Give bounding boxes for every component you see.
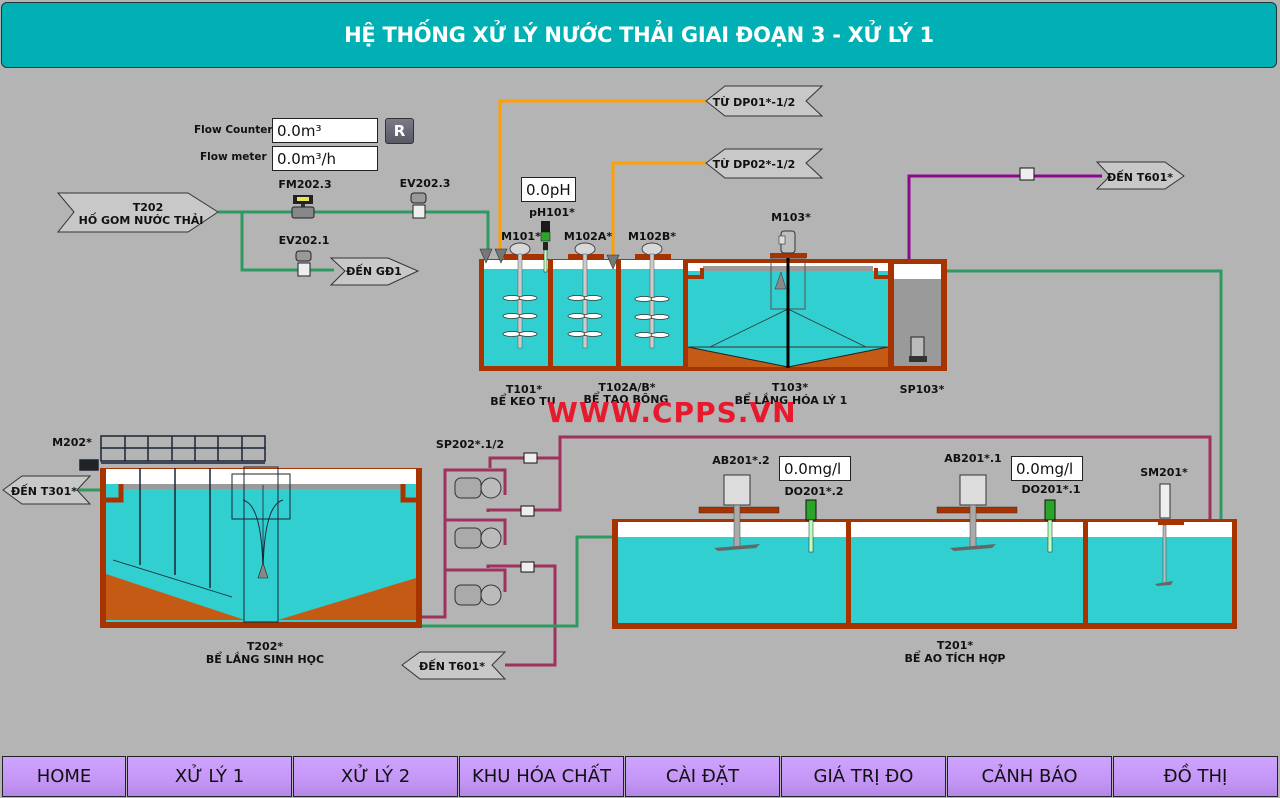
flow-meter-label: Flow meter (200, 151, 267, 163)
nav-home[interactable]: HOME (2, 756, 126, 797)
do2011-label: DO201*.1 (1021, 483, 1080, 496)
fm2023-label: FM202.3 (278, 178, 331, 191)
tank-t202 (100, 466, 422, 628)
valve-ev2023[interactable] (410, 192, 427, 219)
t201-id: T201* (937, 639, 973, 652)
valve-ev2021[interactable] (295, 250, 312, 277)
nav-canh-bao[interactable]: CẢNH BÁO (947, 756, 1112, 797)
pump-sp202-2[interactable] (454, 527, 502, 549)
header-bar: HỆ THỐNG XỬ LÝ NƯỚC THẢI GIAI ĐOẠN 3 - X… (1, 2, 1277, 68)
mixer-sm201[interactable] (1155, 483, 1184, 586)
t202-source-label-2: HỐ GOM NƯỚC THẢI (79, 212, 204, 227)
nav-khu-hoa-chat[interactable]: KHU HÓA CHẤT (459, 756, 624, 797)
m102b-label: M102B* (628, 230, 676, 243)
flow-counter-value: 0.0m³ (272, 118, 378, 143)
ab2011-label: AB201*.1 (944, 452, 1001, 465)
bottom-nav: HOME XỬ LÝ 1 XỬ LÝ 2 KHU HÓA CHẤT CÀI ĐẶ… (0, 756, 1280, 798)
flow-counter-label: Flow Counter: (194, 124, 277, 136)
ph-sensor-ph101[interactable] (540, 221, 551, 273)
motor-m103[interactable] (770, 230, 807, 258)
from-dp01-label: TỪ DP01*-1/2 (713, 96, 796, 109)
t102-name: BỂ TẠO BÔNG (584, 391, 669, 406)
t102-id: T102A/B* (598, 381, 655, 394)
mixer-m102b[interactable] (634, 242, 671, 349)
pump-sp103[interactable] (909, 336, 927, 362)
ph101-reading: 0.0pH (521, 177, 576, 202)
reset-counter-button[interactable]: R (385, 118, 414, 144)
ev2023-label: EV202.3 (400, 177, 451, 190)
sm201-label: SM201* (1140, 466, 1188, 479)
process-diagram: T202 HỐ GOM NƯỚC THẢI ĐẾN GĐ1 TỪ DP01*-1… (2, 85, 1237, 680)
tank-t201 (612, 519, 1237, 629)
t201-name: BỂ AO TÍCH HỢP (904, 650, 1005, 665)
nav-do-thi[interactable]: ĐỒ THỊ (1113, 756, 1278, 797)
pipe-chemical (498, 99, 706, 256)
from-dp02-label: TỪ DP02*-1/2 (713, 158, 796, 171)
t103-id: T103* (772, 381, 808, 394)
ev2021-label: EV202.1 (279, 234, 330, 247)
tag-to-t601-bottom[interactable] (401, 651, 507, 680)
sp103-label: SP103* (900, 383, 945, 396)
tag-to-t601-top[interactable] (1095, 161, 1185, 190)
nav-xu-ly-2[interactable]: XỬ LÝ 2 (293, 756, 458, 797)
do2011-reading: 0.0mg/l (1011, 456, 1083, 481)
tag-from-dp02[interactable] (705, 148, 824, 179)
watermark-text: WWW.CPPS.VN (547, 396, 797, 429)
t101-id: T101* (506, 383, 542, 396)
tag-t202-source[interactable] (56, 192, 219, 233)
aerator-ab2011[interactable] (936, 474, 1018, 551)
t202-name: BỂ LẮNG SINH HỌC (206, 651, 324, 666)
nav-xu-ly-1[interactable]: XỬ LÝ 1 (127, 756, 292, 797)
mixer-m102a[interactable] (567, 242, 604, 349)
page-title: HỆ THỐNG XỬ LÝ NƯỚC THẢI GIAI ĐOẠN 3 - X… (344, 23, 934, 47)
bridge-scraper-m202[interactable] (79, 435, 266, 588)
nav-gia-tri-do[interactable]: GIÁ TRỊ ĐO (781, 756, 946, 797)
valve-sludge-top[interactable] (1019, 167, 1035, 181)
sp202-label: SP202*.1/2 (436, 438, 504, 451)
pump-sp202-1[interactable] (454, 477, 502, 499)
pump-sp202-3[interactable] (454, 584, 502, 606)
ab2012-label: AB201*.2 (712, 454, 769, 467)
t103-name: BỂ LẮNG HÓA LÝ 1 (735, 392, 848, 407)
do-sensor-do2012[interactable] (805, 499, 817, 553)
tag-to-t301[interactable] (2, 475, 92, 505)
tag-from-dp01[interactable] (705, 85, 824, 117)
do2012-reading: 0.0mg/l (779, 456, 851, 481)
mixer-m101[interactable] (502, 242, 544, 349)
do-sensor-do2011[interactable] (1044, 499, 1056, 553)
flowmeter-fm2023[interactable] (291, 195, 315, 219)
ph101-label: pH101* (529, 206, 575, 219)
t101-name: BỂ KEO TỤ (490, 393, 555, 408)
check-valves-sp202[interactable] (520, 452, 538, 573)
to-gd1-label: ĐẾN GĐ1 (346, 263, 402, 278)
t202-id: T202* (247, 640, 283, 653)
tag-to-gd1[interactable] (329, 257, 420, 286)
aerator-ab2012[interactable] (698, 474, 780, 551)
flow-meter-value: 0.0m³/h (272, 146, 378, 171)
nav-cai-dat[interactable]: CÀI ĐẶT (625, 756, 780, 797)
m202-label: M202* (52, 436, 92, 449)
m102a-label: M102A* (564, 230, 612, 243)
do2012-label: DO201*.2 (784, 485, 843, 498)
to-t601-bottom-label: ĐẾN T601* (419, 658, 485, 673)
to-t301-label: ĐẾN T301* (11, 483, 77, 498)
to-t601-top-label: ĐẾN T601* (1107, 169, 1173, 184)
m101-label: M101* (501, 230, 541, 243)
t202-source-label-1: T202 (133, 201, 163, 214)
tank-t101-t102-t103 (479, 257, 947, 371)
m103-label: M103* (771, 211, 811, 224)
